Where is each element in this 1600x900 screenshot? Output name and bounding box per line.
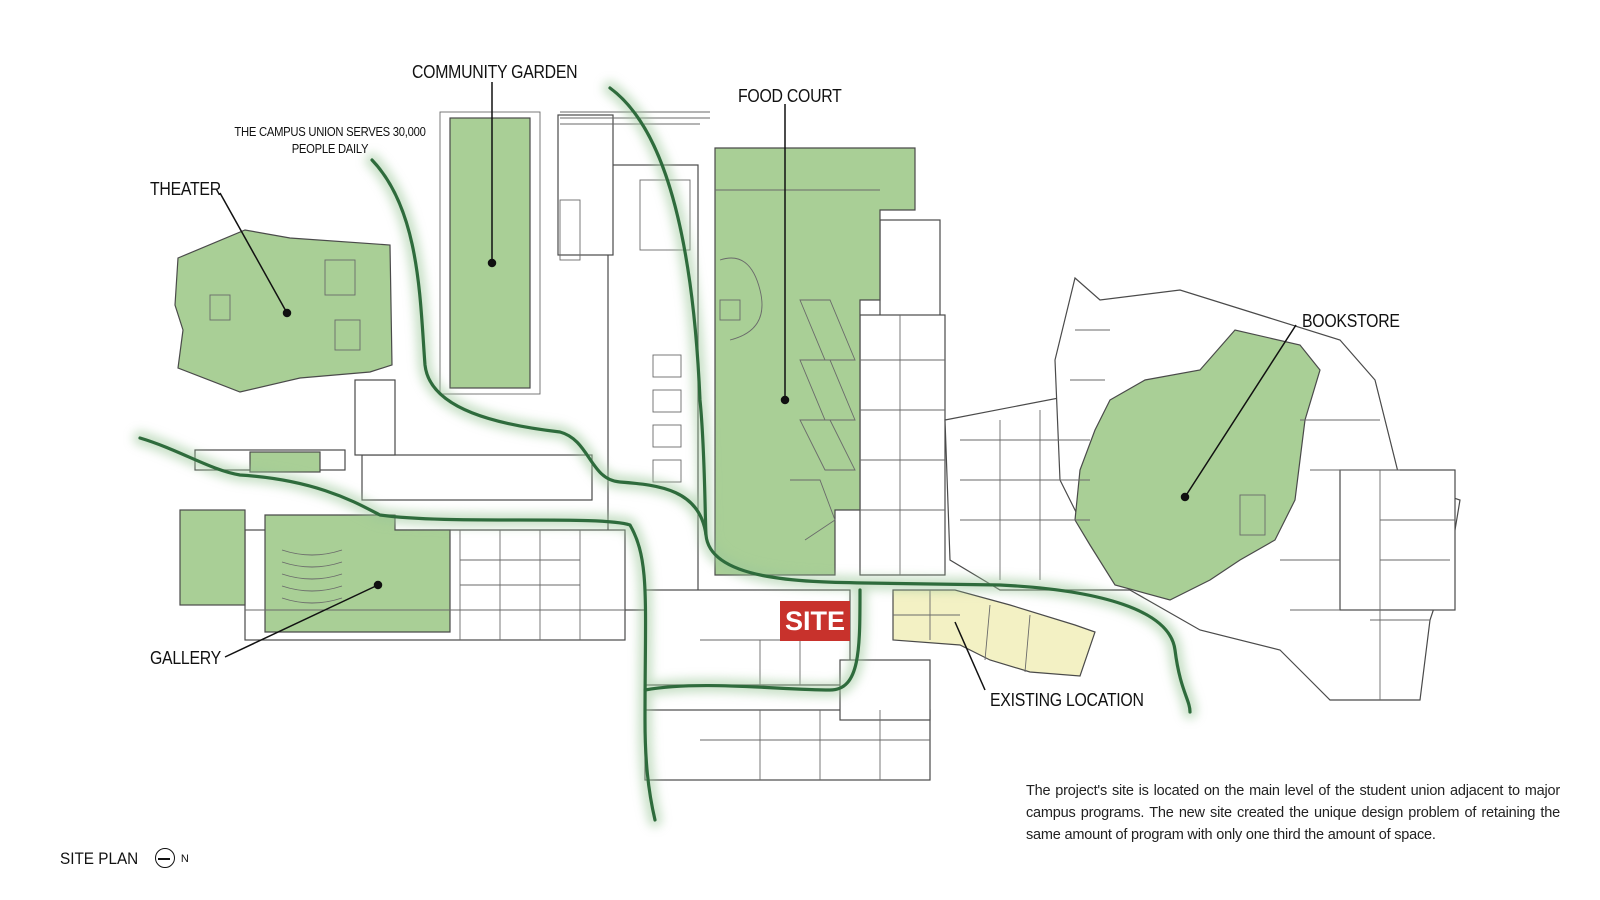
bookstore-area [1074,329,1321,601]
label-bookstore: BOOKSTORE [1302,311,1400,331]
campus-note-line2: PEOPLE DAILY [291,142,369,156]
project-description: The project's site is located on the mai… [1026,783,1560,843]
circulation-path-west [138,436,657,822]
label-food-court: FOOD COURT [738,86,842,106]
gallery-area [264,514,451,633]
label-theater: THEATER [150,179,221,199]
circulation-path-south-loop [643,588,862,692]
site-plan-title: SITE PLAN [60,849,139,868]
north-letter: N [180,853,189,865]
leader-theater [219,192,288,314]
leader-bookstore [1184,324,1297,498]
campus-note-line1: THE CAMPUS UNION SERVES 30,000 [234,125,426,139]
site-marker: SITE [780,601,850,641]
leader-existing-location [954,621,986,691]
existing-location-area [892,589,1096,677]
site-plan-legend: SITE PLAN N [60,848,189,870]
gallery-annex-area [179,509,246,606]
leader-gallery [224,584,379,658]
label-existing-location: EXISTING LOCATION [990,690,1144,710]
label-gallery: GALLERY [150,648,221,668]
north-arrow-icon [154,848,177,870]
community-garden-area [449,117,531,389]
circulation-path-central [608,86,708,537]
circulation-path-north [370,158,1192,714]
label-community-garden: COMMUNITY GARDEN [412,62,578,82]
campus-note: THE CAMPUS UNION SERVES 30,000 PEOPLE DA… [222,124,438,158]
